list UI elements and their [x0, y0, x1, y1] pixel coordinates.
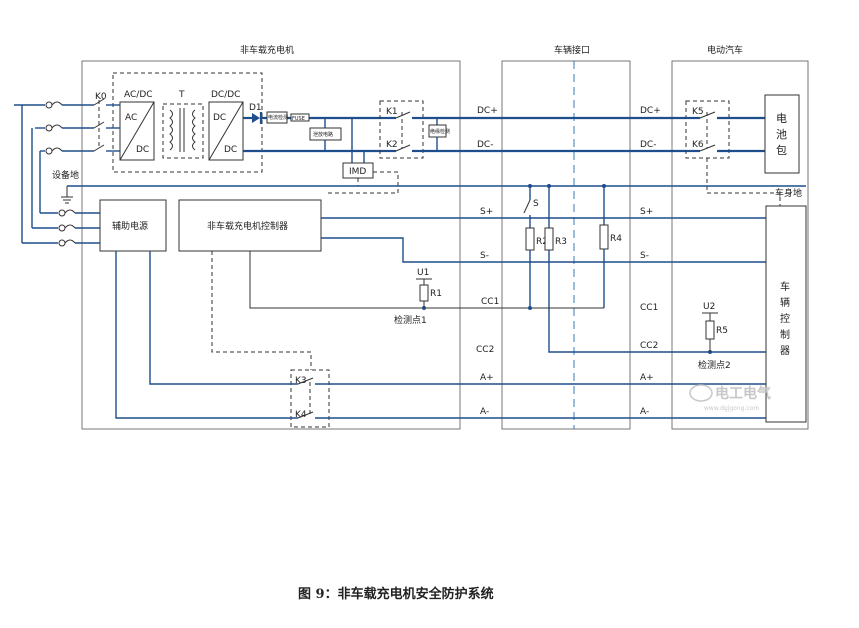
vehicle-controller-char-4: 制 — [780, 328, 790, 341]
k6-label: K6 — [692, 140, 704, 150]
detect-point-2-label: 检测点2 — [698, 359, 731, 371]
k0-switch-group — [14, 98, 120, 155]
detect-point-1-label: 检测点1 — [394, 314, 427, 326]
s-plus-label-1: S+ — [480, 207, 493, 217]
vehicle-controller-char-5: 器 — [780, 345, 790, 357]
u2-label: U2 — [703, 302, 715, 312]
current-sense-label: 电流检测 — [268, 114, 288, 121]
r1-resistor — [419, 284, 429, 302]
controller-label: 非车载充电机控制器 — [207, 220, 288, 232]
cc1-label-1: CC1 — [481, 297, 499, 307]
body-ground-label: 车身地 — [775, 187, 802, 199]
charger-title: 非车载充电机 — [240, 44, 294, 56]
s-minus-label-2: S- — [640, 251, 649, 261]
discharge-label: 泄放电路 — [313, 131, 333, 138]
vehicle-controller-char-1: 车 — [780, 280, 790, 293]
interface-box — [501, 60, 631, 430]
battery-block — [764, 94, 800, 174]
k2-switch — [381, 144, 424, 153]
k1-k2-group — [379, 100, 424, 159]
r5-label: R5 — [716, 326, 728, 336]
cc2-label-2: CC2 — [640, 341, 658, 351]
imd-label: IMD — [349, 167, 366, 177]
aux-power-label: 辅助电源 — [112, 220, 148, 232]
diode-d1-label: D1 — [249, 103, 262, 113]
ev-title: 电动汽车 — [707, 44, 743, 56]
transformer-label: T — [178, 90, 185, 100]
dc-plus-label-1: DC+ — [477, 106, 498, 116]
s-plus-label-2: S+ — [640, 207, 653, 217]
cc2-label-1: CC2 — [476, 345, 494, 355]
battery-char-2: 池 — [776, 128, 787, 141]
dc-minus-label-1: DC- — [477, 140, 493, 150]
dc-minus-label-2: DC- — [640, 140, 656, 150]
k4-label: K4 — [295, 410, 307, 420]
a-plus-label-2: A+ — [640, 373, 654, 383]
fuse-block — [290, 113, 310, 122]
r4-label: R4 — [610, 234, 622, 244]
aux-input-switches — [22, 209, 100, 247]
acdc-dc-label: DC — [136, 145, 149, 155]
u1-label: U1 — [417, 268, 429, 278]
transformer-icon — [169, 108, 196, 152]
s-minus-label-1: S- — [480, 251, 489, 261]
acdc-ac-label: AC — [125, 113, 137, 123]
dcdc-dc1-label: DC — [213, 113, 226, 123]
vehicle-controller-char-3: 控 — [780, 312, 790, 325]
cc1-label-2: CC1 — [640, 303, 658, 313]
insulation-check-label: 绝缘检测 — [430, 128, 450, 135]
r2-label: R2 — [536, 237, 548, 247]
k5-label: K5 — [692, 107, 704, 117]
r3-resistor — [544, 227, 554, 251]
acdc-top-label: AC/DC — [124, 90, 153, 100]
k3-label: K3 — [295, 376, 307, 386]
r2-resistor — [525, 227, 535, 251]
interface-title: 车辆接口 — [554, 44, 590, 56]
svg-text:电工电气: 电工电气 — [715, 385, 771, 402]
device-ground-icon — [61, 186, 73, 204]
k1-switch — [381, 111, 424, 120]
battery-char-3: 包 — [776, 144, 787, 157]
vehicle-controller-char-2: 辆 — [780, 296, 790, 309]
a-minus-label-2: A- — [640, 407, 649, 417]
dc-plus-label-2: DC+ — [640, 106, 661, 116]
dcdc-dc2-label: DC — [224, 145, 237, 155]
charger-box — [81, 60, 461, 430]
r3-label: R3 — [555, 237, 567, 247]
fuse-label: FUSE — [292, 116, 305, 122]
aux-power-block — [99, 199, 167, 252]
r5-resistor — [705, 320, 715, 340]
device-ground-label: 设备地 — [52, 169, 79, 181]
k2-label: K2 — [386, 140, 398, 150]
k0-label: K0 — [95, 92, 107, 102]
watermark: 电工电气 www.dgjgong.com — [689, 384, 771, 412]
dcdc-top-label: DC/DC — [211, 90, 240, 100]
ev-box — [671, 60, 809, 430]
k3-k4-group — [290, 369, 330, 428]
a-minus-label-1: A- — [480, 407, 489, 417]
battery-char-1: 电 — [776, 112, 787, 125]
s-switch-label: S — [533, 199, 539, 209]
svg-text:www.dgjgong.com: www.dgjgong.com — [704, 405, 759, 412]
a-plus-label-1: A+ — [480, 373, 494, 383]
current-sense-block — [266, 111, 288, 124]
r4-resistor — [599, 224, 609, 250]
k1-label: K1 — [386, 107, 398, 117]
figure-caption: 图 9：非车载充电机安全防护系统 — [298, 586, 494, 602]
vehicle-controller-block — [765, 205, 807, 423]
diode-d1-icon — [252, 112, 263, 124]
r1-label: R1 — [430, 289, 442, 299]
